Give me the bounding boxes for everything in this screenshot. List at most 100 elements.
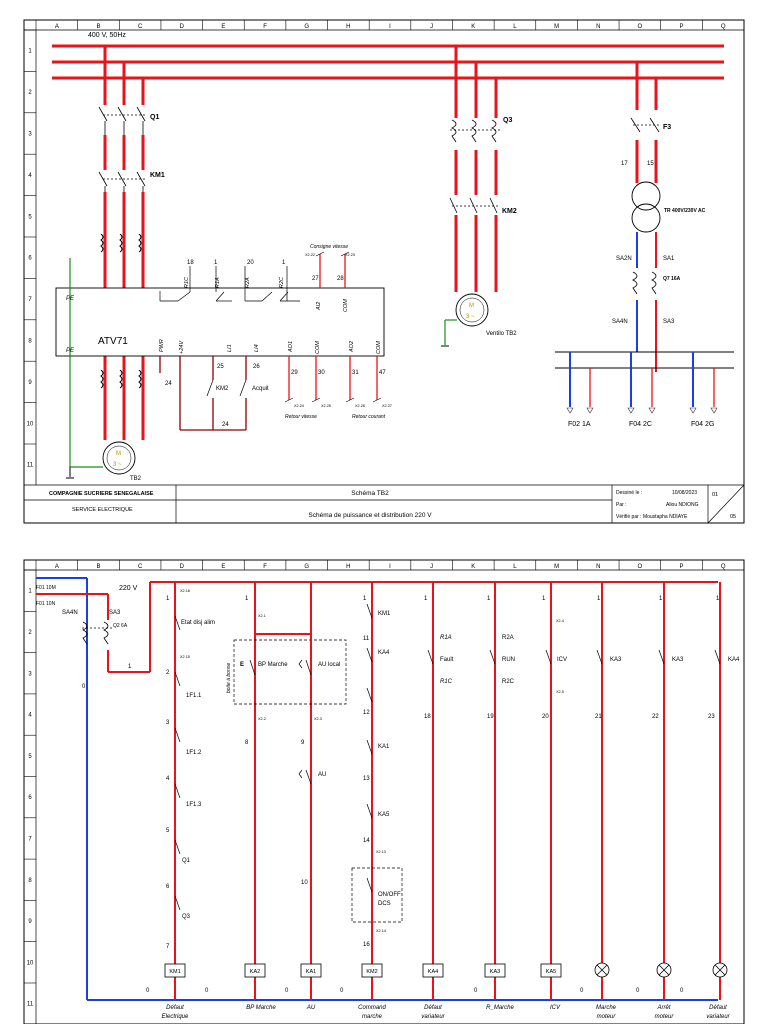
wire-31: 31 xyxy=(352,370,359,376)
wire-number-0: 0 xyxy=(636,988,640,994)
coil-ka2 xyxy=(244,963,266,978)
wire-number: 1 xyxy=(363,596,367,602)
three-phase-busbar xyxy=(52,44,724,80)
q1-breaker xyxy=(98,106,146,135)
wire-18: 18 xyxy=(187,260,194,266)
wire-15: 15 xyxy=(647,161,654,167)
checked-by: Vérifié par : Moustapha NDIAYE xyxy=(616,514,688,520)
column-letter: G xyxy=(304,24,309,30)
function-label: BP Marche xyxy=(246,1005,276,1011)
ka4-contact-label: KA4 xyxy=(378,650,390,656)
row-number: 5 xyxy=(28,754,32,760)
terminal-com1: COM xyxy=(343,299,349,312)
row-number: 8 xyxy=(28,339,32,345)
atv71-drive xyxy=(55,287,385,357)
ventilo-motor-phase: 3 ~ xyxy=(466,314,475,320)
wire-24a: 24 xyxy=(165,381,172,387)
wire-17: 17 xyxy=(621,161,628,167)
column-letter: M xyxy=(554,24,559,30)
etat-disj-label: Etat disj alim xyxy=(181,620,215,626)
row-number: 2 xyxy=(28,90,32,96)
wire-number: 1 xyxy=(166,596,170,602)
x224-label: X2.24 xyxy=(294,404,304,408)
terminal-com2: COM xyxy=(315,341,321,354)
local-box xyxy=(233,639,347,705)
km2-contactor xyxy=(449,197,498,214)
terminal-li1: LI1 xyxy=(227,344,233,352)
column-letter: M xyxy=(554,564,559,570)
column-letter: B xyxy=(96,24,100,30)
drive-control-loop xyxy=(159,356,247,431)
function-label-line2: marche xyxy=(362,1014,383,1020)
function-label: Marche xyxy=(596,1005,617,1011)
coil-label: KM2 xyxy=(366,969,377,975)
run-label: RUN xyxy=(502,657,515,663)
column-letter: C xyxy=(138,24,143,30)
retour-vitesse-label: Retour vitesse xyxy=(285,414,317,420)
f04c-label: F04 2C xyxy=(629,421,652,428)
ka4-contact-b: KA4 xyxy=(728,657,740,663)
dcs-box xyxy=(351,867,403,923)
f3-fuse xyxy=(630,117,660,133)
wire-number: 19 xyxy=(487,714,494,720)
row-number: 6 xyxy=(28,256,32,262)
ground-icon xyxy=(66,467,74,479)
column-letter: L xyxy=(513,564,517,570)
row-number: 3 xyxy=(28,132,32,138)
drive-label: ATV71 xyxy=(98,336,128,347)
wire-number: 2 xyxy=(166,670,170,676)
sa4n-label: SA4N xyxy=(612,319,628,325)
coil-label: KA2 xyxy=(250,969,260,975)
wire-number: 1 xyxy=(597,596,601,602)
column-letter: H xyxy=(346,564,350,570)
terminal-pwr: PWR xyxy=(159,339,165,352)
au-label: AU xyxy=(318,772,326,778)
q2-breaker xyxy=(82,621,112,645)
ka3-contact-a: KA3 xyxy=(610,657,622,663)
row-number: 7 xyxy=(28,297,32,303)
line-reactor xyxy=(100,233,142,389)
wire-number: 11 xyxy=(363,636,370,642)
f3-label: F3 xyxy=(663,124,671,131)
q1-contact-label: Q1 xyxy=(182,858,191,864)
column-letter: N xyxy=(596,564,600,570)
neutral-wires xyxy=(36,577,718,1001)
boite-label: boite à bonne xyxy=(226,662,232,693)
wire-number: 14 xyxy=(363,838,370,844)
page-number: 05 xyxy=(730,514,736,520)
r1a-label: R1A xyxy=(440,635,452,641)
column-letter: P xyxy=(680,564,684,570)
function-label: Défaut xyxy=(709,1005,727,1011)
function-label: R_Marche xyxy=(486,1005,514,1011)
row-number: 5 xyxy=(28,214,32,220)
dcs-label: DCS xyxy=(378,901,391,907)
tb2-motor: M 3 ~ TB2 xyxy=(102,441,142,482)
ventilo-feeder xyxy=(454,46,498,292)
row-number: 9 xyxy=(28,919,32,925)
row-number: 11 xyxy=(27,463,34,469)
row-number: 1 xyxy=(28,589,32,595)
column-letter: C xyxy=(138,564,143,570)
row-number: 9 xyxy=(28,380,32,386)
author-name: Aliou NDIONG xyxy=(666,502,699,508)
column-letter: J xyxy=(430,24,433,30)
q2-label: Q2 6A xyxy=(113,623,128,629)
column-letter: E xyxy=(221,24,225,30)
function-label: ICV xyxy=(550,1005,561,1011)
row-number: 10 xyxy=(27,421,34,427)
column-letter: N xyxy=(596,24,600,30)
terminal-ao2: AO2 xyxy=(349,341,355,353)
wire-number-0: 0 xyxy=(340,988,344,994)
e-label: E xyxy=(240,662,244,668)
terminal-r1c: R1C xyxy=(184,277,190,288)
km1-label: KM1 xyxy=(150,172,165,179)
wire-number: 16 xyxy=(363,942,370,948)
x227-label: X2.27 xyxy=(382,404,392,408)
wire-number: 13 xyxy=(363,776,370,782)
wire-30: 30 xyxy=(318,370,325,376)
sa3-label-2: SA3 xyxy=(109,610,121,616)
